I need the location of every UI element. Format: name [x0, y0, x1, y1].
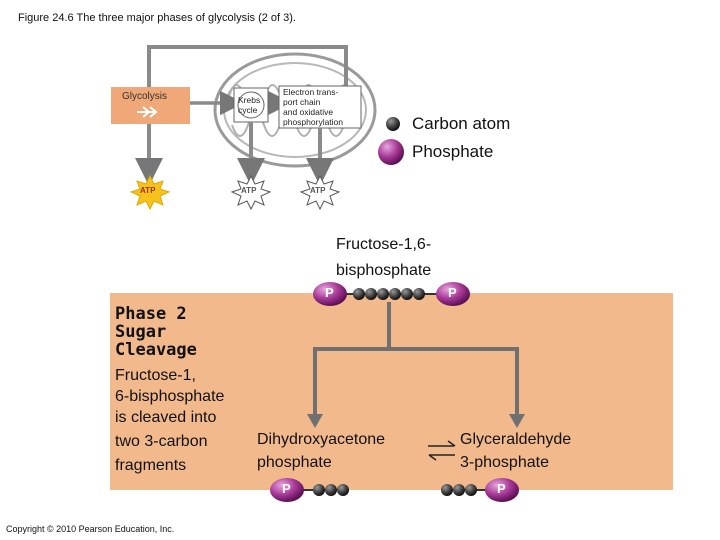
- etc-box: [278, 85, 362, 129]
- etc-label-line1: Electron trans-: [283, 87, 339, 97]
- figure-title: Figure 24.6 The three major phases of gl…: [18, 12, 296, 24]
- glycolysis-label: Glycolysis: [122, 91, 168, 102]
- dhap-molecule: [270, 478, 349, 502]
- fbp-label-line1: Fructose-1,6-: [336, 236, 432, 253]
- cycle-arrow-icon: [237, 91, 265, 119]
- dhap-label-line1: Dihydroxyacetone: [257, 431, 386, 448]
- carbon-atom-icon: [401, 288, 413, 300]
- phase-desc-line2: 6-bisphosphate: [115, 388, 225, 405]
- phosphate-symbol: P: [282, 481, 291, 496]
- etc-label-line3: and oxidative: [283, 107, 334, 117]
- legend-phosphate-label: Phosphate: [412, 142, 494, 161]
- carbon-atom-icon: [389, 288, 401, 300]
- atp-burst-icon: [129, 174, 171, 211]
- etc-label-line2: port chain: [283, 97, 321, 107]
- carbon-atom-icon: [441, 484, 453, 496]
- carbon-atom-icon: [365, 288, 377, 300]
- carbon-atom-icon: [325, 484, 337, 496]
- phase-heading-line1: Phase 2: [115, 304, 187, 324]
- phosphate-legend-icon: [378, 139, 404, 165]
- legend-carbon-label: Carbon atom: [412, 114, 511, 133]
- phase-desc-line1: Fructose-1,: [115, 367, 196, 384]
- carbon-atom-legend-icon: [386, 117, 400, 131]
- carbon-atom-icon: [353, 288, 365, 300]
- phase-heading-line3: Cleavage: [115, 340, 197, 360]
- phosphate-symbol: P: [448, 285, 457, 300]
- carbon-atom-icon: [453, 484, 465, 496]
- atp-label: ATP: [310, 186, 326, 195]
- phosphate-symbol: P: [497, 481, 506, 496]
- phosphate-group-icon: [270, 478, 304, 502]
- krebs-label-line2: cycle: [238, 105, 258, 115]
- cleavage-arrows: [307, 302, 525, 428]
- phosphate-group-icon: [313, 282, 347, 306]
- krebs-label-line1: Krebs: [238, 95, 261, 105]
- etc-label-line4: phosphorylation: [283, 117, 344, 127]
- atp-burst-icon: [230, 174, 272, 211]
- carbon-atom-icon: [465, 484, 477, 496]
- flow-connector: [147, 45, 348, 95]
- equilibrium-arrows-icon: [428, 440, 456, 461]
- carbon-atom-icon: [337, 484, 349, 496]
- carbon-atom-icon: [377, 288, 389, 300]
- phosphate-symbol: P: [325, 285, 334, 300]
- double-chevron-icon: [137, 106, 158, 118]
- carbon-atom-icon: [313, 484, 325, 496]
- phosphate-group-icon: [436, 282, 470, 306]
- phase-desc-line5: fragments: [115, 457, 187, 474]
- glycolysis-box: [111, 87, 190, 124]
- dhap-label-line2: phosphate: [257, 454, 332, 471]
- g3p-label-line2: 3-phosphate: [460, 454, 549, 471]
- phase-desc-line4: two 3-carbon: [115, 433, 208, 450]
- atp-label: ATP: [140, 186, 156, 195]
- g3p-label-line1: Glyceraldehyde: [460, 431, 572, 448]
- phase-panel: [110, 293, 673, 490]
- fbp-label-line2: bisphosphate: [336, 262, 432, 279]
- phase-heading-line2: Sugar: [115, 322, 167, 342]
- atp-burst-icon: [299, 174, 341, 211]
- carbon-atom-icon: [413, 288, 425, 300]
- phase-desc-line3: is cleaved into: [115, 409, 217, 426]
- atp-label: ATP: [241, 186, 257, 195]
- phosphate-group-icon: [485, 478, 519, 502]
- copyright-notice: Copyright © 2010 Pearson Education, Inc.: [6, 524, 175, 534]
- g3p-molecule: [441, 478, 519, 502]
- fbp-molecule: [313, 282, 470, 306]
